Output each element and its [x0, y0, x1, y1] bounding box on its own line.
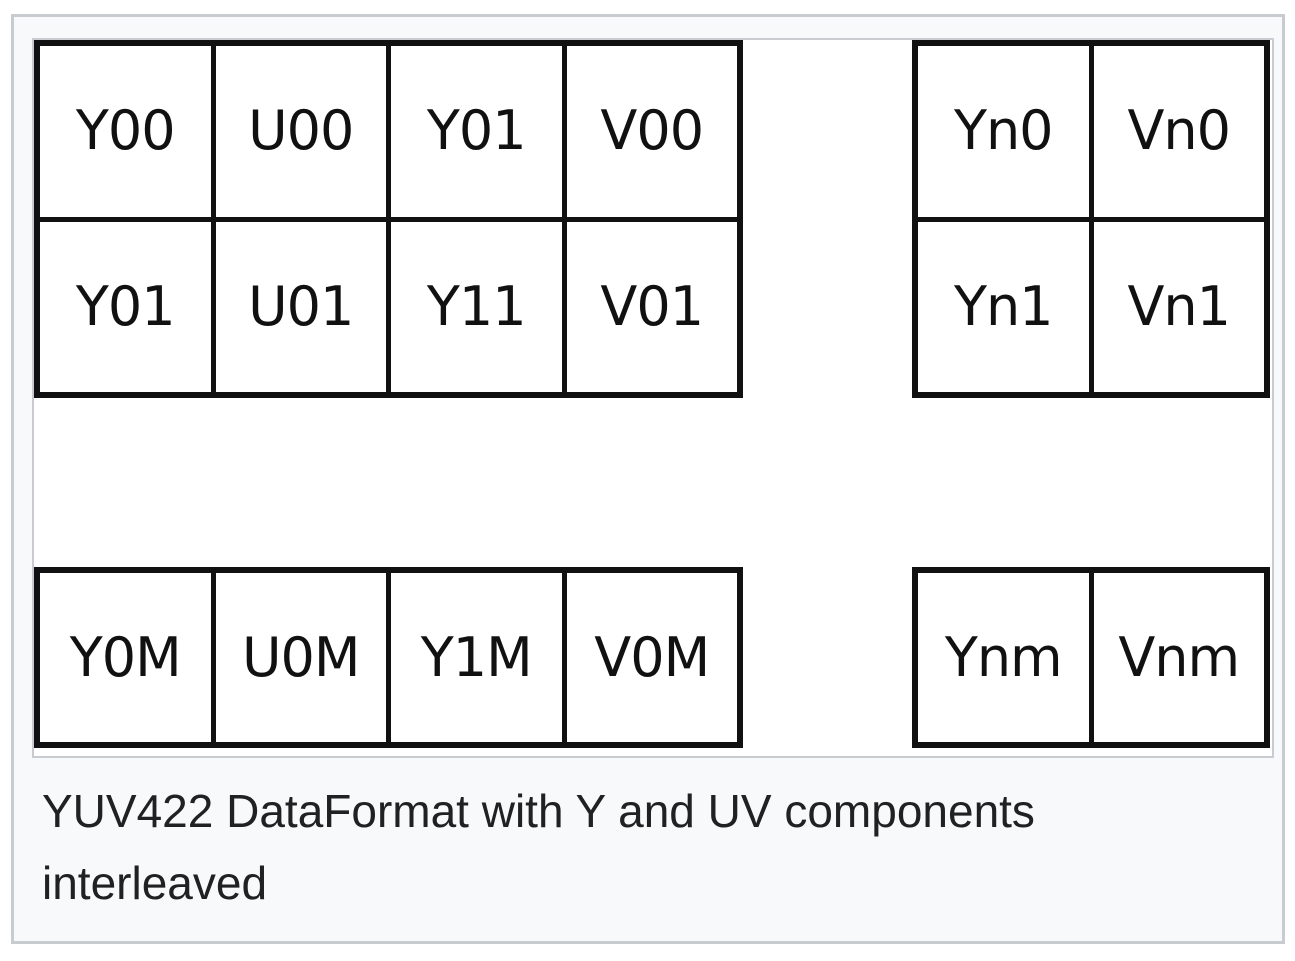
figure-thumbnail: Y00 U00 Y01 V00 Y01 U01 Y11 V01 Yn0 Vn0 …: [11, 14, 1285, 944]
grid-cell: V01: [566, 221, 737, 392]
diagram-image[interactable]: Y00 U00 Y01 V00 Y01 U01 Y11 V01 Yn0 Vn0 …: [32, 38, 1274, 758]
grid-cell: Y01: [391, 46, 562, 217]
grid-cell: Yn1: [918, 221, 1089, 392]
grid-cell: U0M: [215, 573, 386, 742]
grid-cell: Y0M: [40, 573, 211, 742]
figure-caption: YUV422 DataFormat with Y and UV componen…: [42, 785, 1035, 909]
grid-cell: Y11: [391, 221, 562, 392]
grid-cell: Vn0: [1093, 46, 1264, 217]
grid-cell: U01: [215, 221, 386, 392]
top-right-grid: Yn0 Vn0 Yn1 Vn1: [912, 40, 1270, 398]
top-left-grid: Y00 U00 Y01 V00 Y01 U01 Y11 V01: [34, 40, 743, 398]
grid-cell: U00: [215, 46, 386, 217]
grid-cell: Ynm: [918, 573, 1089, 742]
grid-cell: Vnm: [1093, 573, 1264, 742]
grid-cell: Yn0: [918, 46, 1089, 217]
grid-cell: V0M: [566, 573, 737, 742]
grid-cell: Y1M: [391, 573, 562, 742]
grid-cell: V00: [566, 46, 737, 217]
bottom-left-grid: Y0M U0M Y1M V0M: [34, 567, 743, 748]
grid-cell: Y00: [40, 46, 211, 217]
grid-cell: Y01: [40, 221, 211, 392]
grid-cell: Vn1: [1093, 221, 1264, 392]
bottom-right-grid: Ynm Vnm: [912, 567, 1270, 748]
